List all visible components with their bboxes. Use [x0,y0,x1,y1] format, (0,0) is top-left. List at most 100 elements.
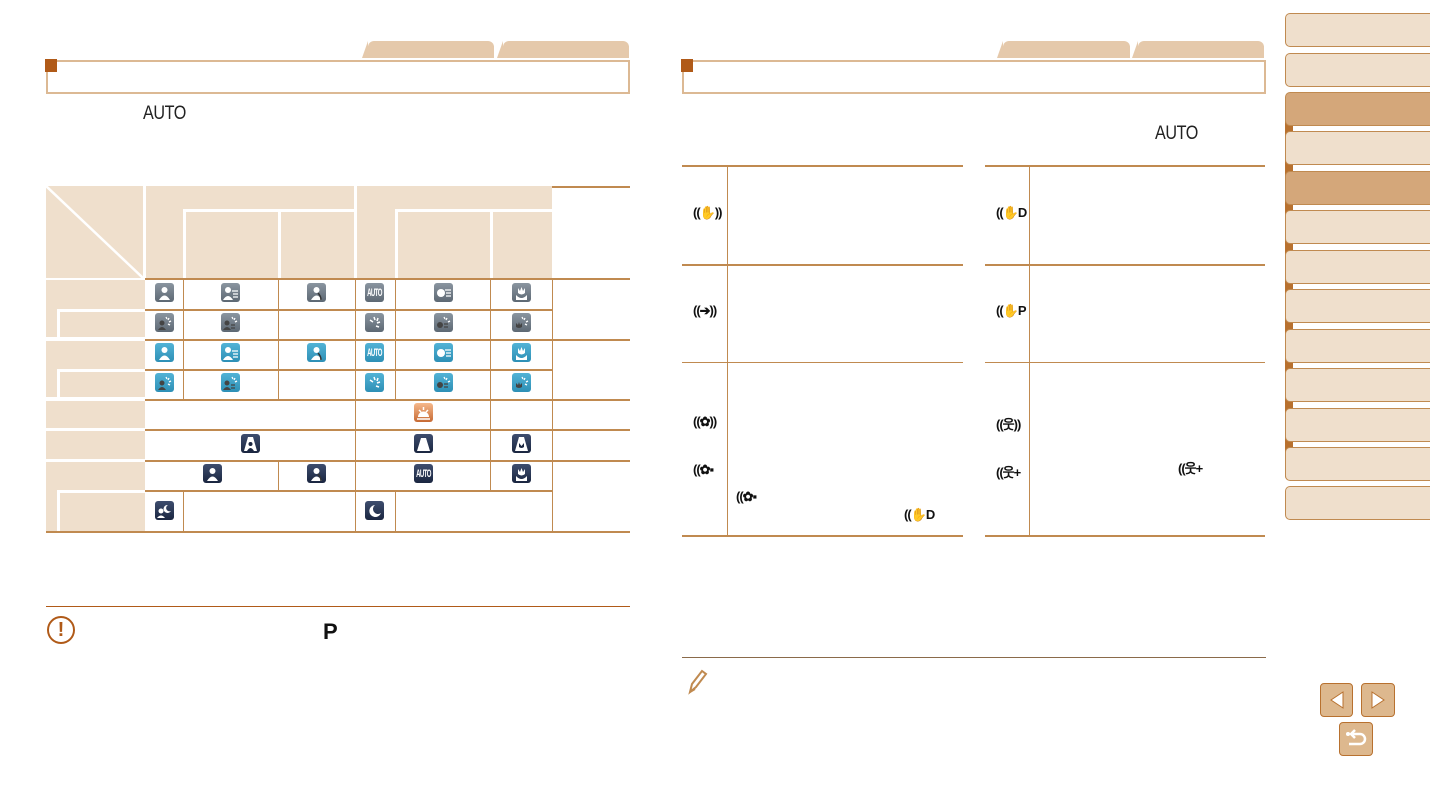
auto-scene-icon: AUTO [365,343,384,362]
table-col-rule [395,490,396,532]
tripod-is-icon: ((웃)) [996,417,1021,432]
macro-sun-scene-icon [512,373,531,392]
tripod-plus-is-icon: ((웃+ [996,465,1021,480]
shake-arrow-icon: ((➔)) [693,303,717,318]
table-row-rule [46,531,630,533]
row-label-cell [46,401,145,428]
program-mode-label: P [323,619,338,644]
macro-is-icon: ((✿)) [693,414,717,429]
spotlight-person-scene-icon [241,434,260,453]
auto-mode-label: AUTO [1155,123,1198,144]
table-row-rule [985,535,1265,537]
person-backlit-scene-icon [307,283,326,302]
table-col-rule [395,278,396,399]
night-scene-icon [365,501,384,520]
sidebar-tab-2[interactable] [1285,53,1430,87]
table-col-rule [278,278,279,399]
face-list-scene-icon [434,343,453,362]
row-sublabel-divider [57,490,60,532]
row-sublabel-divider [57,309,60,339]
header-tab-1 [362,41,494,58]
person-sun-scene-icon [155,373,174,392]
return-arrow-icon [1346,729,1367,746]
table-col-rule [355,278,356,532]
sidebar-tab-11[interactable] [1285,408,1430,442]
table-row-rule [145,460,630,462]
sidebar-tab-3[interactable] [1285,92,1430,126]
header-diagonal [45,185,144,279]
table-col-rule [552,278,553,532]
tripod-plus-is-inline-icon: ((웃+ [1178,461,1203,476]
table-col-rule [727,166,728,536]
caution-icon: ! [47,616,75,644]
table-row-rule [682,362,963,363]
sunset-scene-icon [414,403,433,422]
auto-icon-label: AUTO [416,467,431,480]
section-marker-icon [681,59,693,72]
return-button[interactable] [1339,722,1373,756]
table-row-rule [985,165,1265,167]
table-col-rule [1029,166,1030,536]
sidebar-tab-7[interactable] [1285,250,1430,284]
table-row-rule [985,264,1265,266]
row-label-cell [46,431,145,459]
spotlight-scene-icon [414,434,433,453]
table-col-rule [183,278,184,399]
sidebar-tab-12[interactable] [1285,447,1430,481]
table-row-rule [145,339,630,341]
person-scene-icon [155,343,174,362]
table-col-rule [183,490,184,532]
table-row-rule [145,309,552,311]
auto-scene-icon: AUTO [414,464,433,483]
table-row-rule [145,278,630,280]
shake-hand-icon: ((✋)) [693,205,722,220]
auto-scene-icon: AUTO [365,283,384,302]
table-row-rule [682,165,963,167]
sidebar-tab-8[interactable] [1285,289,1430,323]
face-sun-scene-icon [434,313,453,332]
table-header-group-2 [357,186,552,278]
macro-scene-icon [512,464,531,483]
table-row-rule [985,362,1265,363]
row-label-cell [46,280,145,337]
caution-divider [46,606,630,607]
sidebar-tab-10[interactable] [1285,368,1430,402]
sidebar-tab-9[interactable] [1285,329,1430,363]
person-list-scene-icon [221,283,240,302]
table-header-group-1 [146,186,354,278]
sidebar-connector [1285,95,1293,480]
sidebar-tab-6[interactable] [1285,210,1430,244]
next-page-button[interactable] [1361,683,1395,717]
table-col-rule [278,460,279,490]
macro-movie-is-inline-icon: ((✿▪ [736,489,757,504]
face-sun-scene-icon [434,373,453,392]
shake-hand-powered-icon: ((✋P [996,303,1026,318]
triangle-right-icon [1371,691,1385,709]
auto-mode-label: AUTO [143,103,186,124]
person-backlit-scene-icon [307,464,326,483]
row-sublabel-divider [57,490,145,493]
header-tab-3 [997,41,1130,58]
person-list-scene-icon [221,343,240,362]
sidebar-tab-1[interactable] [1285,13,1430,47]
sidebar-tab-4[interactable] [1285,131,1430,165]
auto-icon-label: AUTO [367,346,382,359]
prev-page-button[interactable] [1320,683,1353,717]
person-sun-scene-icon [155,313,174,332]
header-tab-2 [497,41,629,58]
sun-scene-icon [365,373,384,392]
shake-hand-dynamic-inline-icon: ((✋D [904,507,935,522]
person-backlit-scene-icon [307,343,326,362]
macro-scene-icon [512,343,531,362]
person-list-sun-scene-icon [221,373,240,392]
table-row-rule [145,399,630,401]
sidebar-tab-5[interactable] [1285,171,1430,205]
face-list-scene-icon [434,283,453,302]
row-sublabel-divider [57,369,145,372]
person-scene-icon [203,464,222,483]
sidebar-tab-13[interactable] [1285,486,1430,520]
shake-hand-dynamic-icon: ((✋D [996,205,1027,220]
person-list-sun-scene-icon [221,313,240,332]
table-row-rule [682,264,963,266]
spotlight-macro-scene-icon [512,434,531,453]
